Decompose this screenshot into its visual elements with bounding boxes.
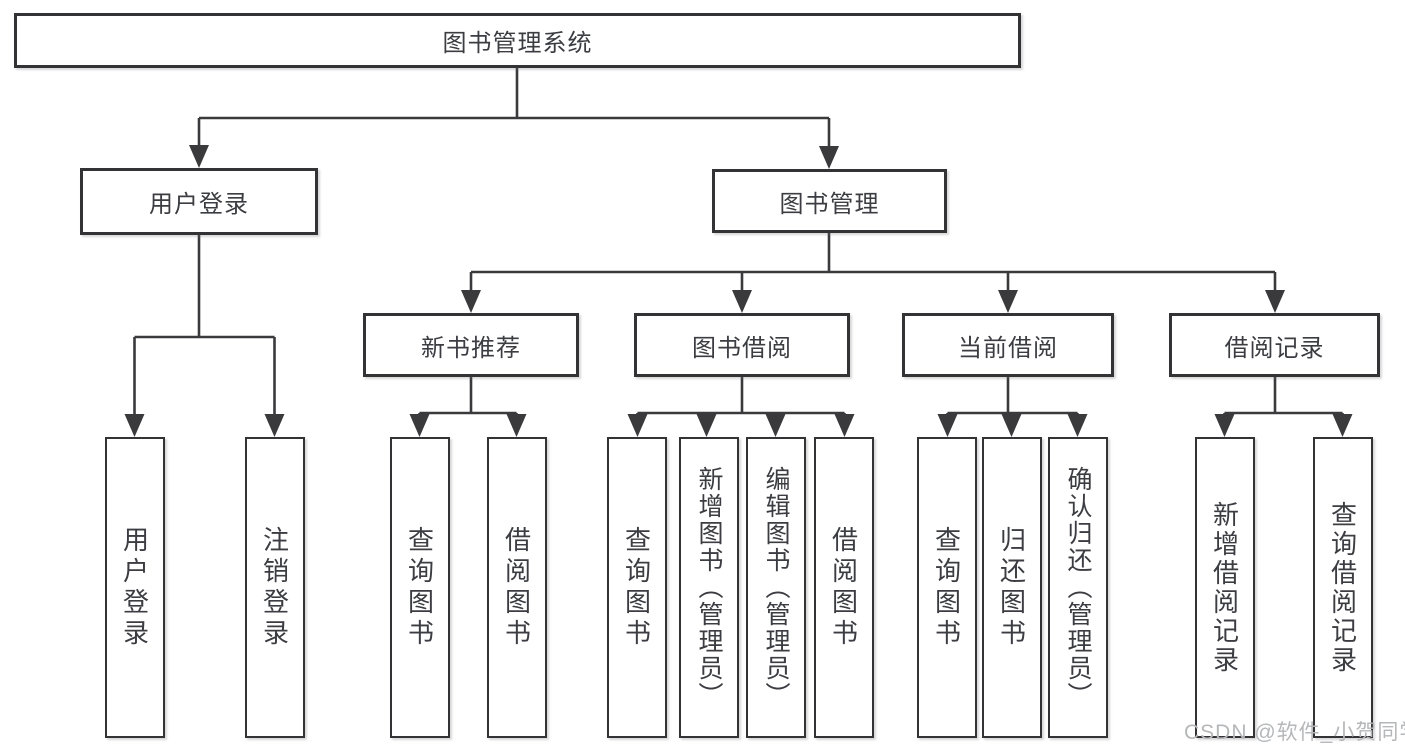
leaf-return-books: 归还图书: [982, 437, 1042, 738]
leaf-confirm-return-admin-label: 确认归还（管理员）: [1064, 466, 1092, 709]
leaf-user-login-label: 用户登录: [119, 525, 150, 650]
leaf-borrow-books-recommend: 借阅图书: [487, 437, 547, 738]
node-book-management-label: 图书管理: [779, 190, 880, 218]
leaf-query-borrow-record-label: 查询借阅记录: [1327, 500, 1358, 675]
leaf-add-books-admin: 新增图书（管理员）: [679, 437, 739, 738]
node-user-login-label: 用户登录: [149, 191, 249, 218]
leaf-query-books-recommend: 查询图书: [390, 437, 450, 738]
node-borrowing-records-label: 借阅记录: [1224, 334, 1325, 362]
leaf-borrow-books-borrowing-label: 借阅图书: [828, 525, 859, 650]
node-book-management: 图书管理: [712, 169, 947, 233]
leaf-confirm-return-admin: 确认归还（管理员）: [1048, 437, 1108, 738]
node-user-login: 用户登录: [80, 168, 318, 235]
leaf-return-books-label: 归还图书: [996, 525, 1027, 650]
leaf-add-borrow-record: 新增借阅记录: [1195, 437, 1255, 738]
node-book-borrowing-label: 图书借阅: [692, 334, 792, 362]
leaf-query-books-borrowing: 查询图书: [607, 437, 667, 738]
node-current-borrowing-label: 当前借阅: [958, 334, 1058, 362]
watermark-text: CSDN @软件_小贺同学: [1184, 721, 1405, 744]
leaf-query-books-current-label: 查询图书: [931, 525, 962, 650]
leaf-logout: 注销登录: [245, 437, 305, 738]
leaf-query-borrow-record: 查询借阅记录: [1313, 437, 1373, 738]
leaf-edit-books-admin: 编辑图书（管理员）: [746, 437, 806, 738]
leaf-borrow-books-borrowing: 借阅图书: [814, 437, 874, 738]
arrowheads: [124, 145, 1353, 437]
leaf-borrow-books-recommend-label: 借阅图书: [501, 525, 532, 650]
node-new-book-recommendation: 新书推荐: [363, 313, 579, 377]
leaf-edit-books-admin-label: 编辑图书（管理员）: [762, 466, 790, 709]
leaf-add-borrow-record-label: 新增借阅记录: [1209, 500, 1240, 675]
leaf-query-books-recommend-label: 查询图书: [404, 525, 435, 650]
node-current-borrowing: 当前借阅: [902, 313, 1114, 377]
leaf-user-login: 用户登录: [105, 437, 165, 738]
node-library-system: 图书管理系统: [14, 13, 1021, 68]
leaf-query-books-borrowing-label: 查询图书: [621, 525, 652, 650]
node-borrowing-records: 借阅记录: [1169, 313, 1380, 377]
node-library-system-label: 图书管理系统: [442, 30, 593, 57]
leaf-add-books-admin-label: 新增图书（管理员）: [695, 466, 723, 709]
leaf-query-books-current: 查询图书: [917, 437, 977, 738]
node-new-book-recommendation-label: 新书推荐: [421, 334, 521, 362]
node-book-borrowing: 图书借阅: [634, 313, 850, 377]
leaf-logout-label: 注销登录: [259, 525, 290, 650]
